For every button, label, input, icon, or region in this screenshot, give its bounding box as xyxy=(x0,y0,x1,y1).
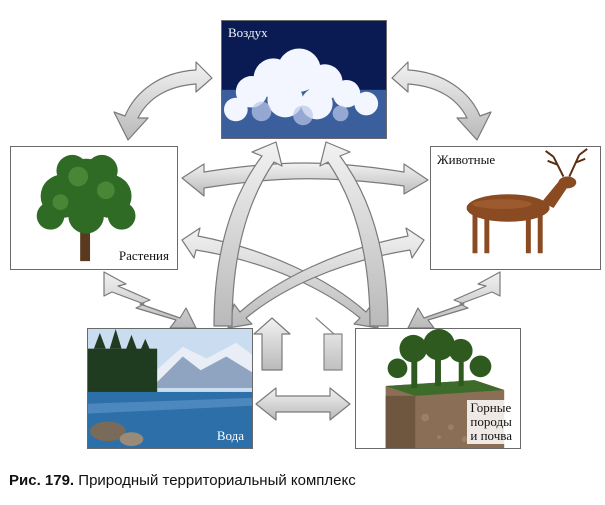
arrow-plants-animals xyxy=(181,162,429,197)
node-soil-label: Горные породы и почва xyxy=(467,400,515,444)
node-soil: Горные породы и почва xyxy=(355,328,521,449)
arrow-water-soil xyxy=(255,387,351,421)
tree-illustration xyxy=(11,147,177,269)
node-soil-label-line3: и почва xyxy=(470,428,512,443)
arrow-animals-soil xyxy=(407,271,501,329)
cloud-illustration xyxy=(222,21,386,138)
river-illustration xyxy=(88,329,252,448)
arrow-animals-water xyxy=(227,227,425,329)
node-soil-label-line1: Горные xyxy=(470,400,512,415)
arrow-soil-up xyxy=(315,317,343,371)
figure-title: Природный территориальный комплекс xyxy=(78,472,356,489)
arrow-water-up xyxy=(253,317,291,371)
node-water-label: Вода xyxy=(216,428,244,443)
node-air: Воздух xyxy=(221,20,387,139)
arrow-soil-air xyxy=(319,141,389,327)
node-air-label: Воздух xyxy=(228,25,268,40)
arrow-plants-soil xyxy=(181,227,379,329)
arrow-air-animals xyxy=(391,61,492,141)
arrow-air-plants xyxy=(113,61,213,141)
node-soil-label-line2: породы xyxy=(470,414,512,429)
arrow-plants-water xyxy=(103,271,197,329)
node-plants-label: Растения xyxy=(118,248,169,263)
node-water: Вода xyxy=(87,328,253,449)
node-animals: Животные xyxy=(430,146,601,270)
figure-caption: Рис. 179. Природный территориальный комп… xyxy=(9,472,356,489)
deer-illustration xyxy=(431,147,600,269)
figure-number: Рис. 179. xyxy=(9,472,75,489)
arrow-water-air xyxy=(213,141,283,327)
node-plants: Растения xyxy=(10,146,178,270)
node-animals-label: Животные xyxy=(437,152,496,167)
